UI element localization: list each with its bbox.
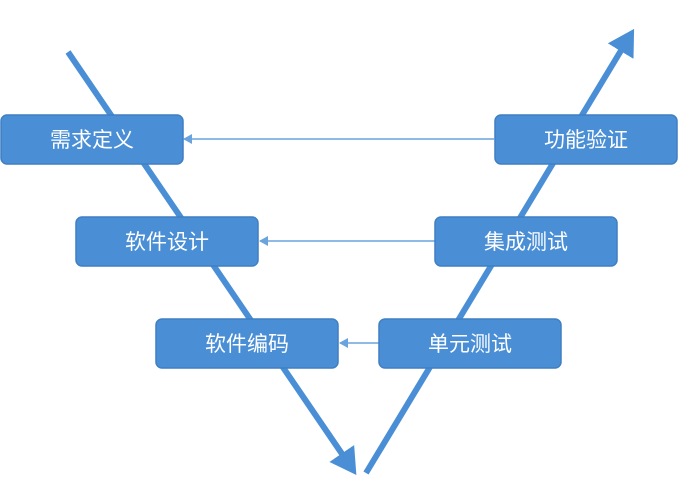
box-software-design: 软件设计 <box>75 216 259 267</box>
box-software-design-label: 软件设计 <box>125 230 209 254</box>
box-requirements-label: 需求定义 <box>50 128 134 152</box>
box-integration-test: 集成测试 <box>434 216 618 267</box>
box-software-coding: 软件编码 <box>155 318 339 369</box>
box-unit-test-label: 单元测试 <box>428 332 512 356</box>
box-software-coding-label: 软件编码 <box>205 332 289 356</box>
box-requirements: 需求定义 <box>0 114 184 165</box>
box-integration-test-label: 集成测试 <box>484 230 568 254</box>
box-function-verification: 功能验证 <box>494 114 678 165</box>
box-function-verification-label: 功能验证 <box>544 128 628 152</box>
box-unit-test: 单元测试 <box>378 318 562 369</box>
